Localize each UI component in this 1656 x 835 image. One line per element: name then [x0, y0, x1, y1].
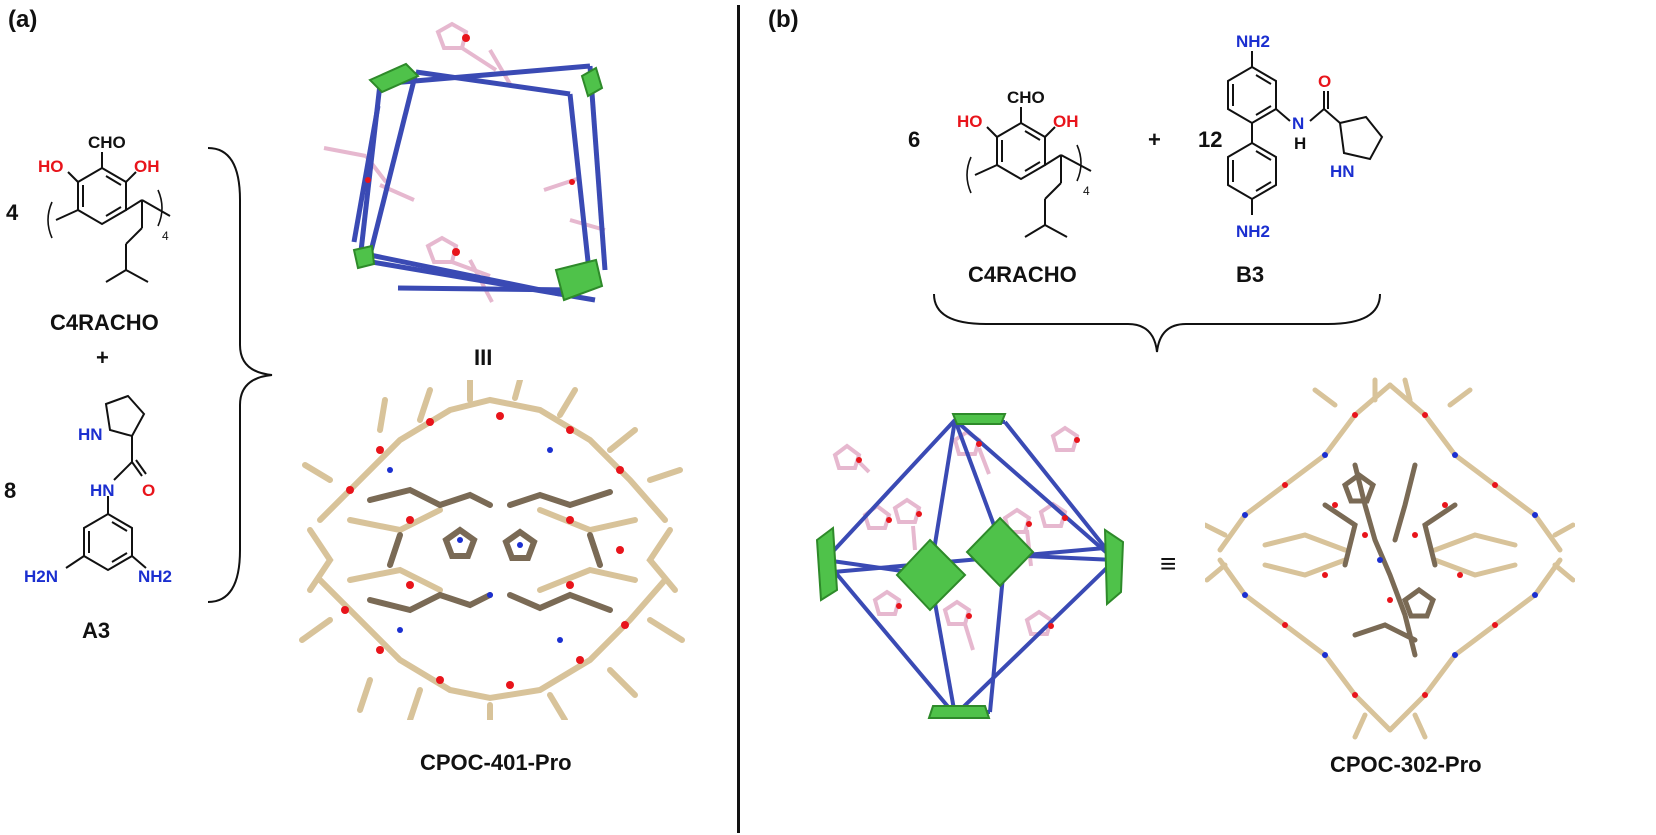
c4racho-structure-b: CHO HO OH 4 — [957, 88, 1092, 238]
panel-a-label: (a) — [8, 6, 38, 33]
coefficient-c4racho-b: 6 — [908, 127, 921, 152]
coefficient-c4racho-a: 4 — [6, 200, 19, 225]
nh2-top-label: NH2 — [1236, 32, 1270, 51]
c4racho-name-a: C4RACHO — [50, 310, 159, 335]
a3-structure: HN O HN H2N NH2 — [24, 394, 172, 586]
equivalence-symbol: ≡ — [1160, 548, 1177, 579]
amide-n-label: N — [1292, 114, 1304, 133]
plus-sign-a: + — [96, 345, 109, 370]
panel-divider — [737, 5, 740, 833]
coefficient-a3: 8 — [4, 478, 17, 503]
curly-brace-a — [207, 147, 273, 603]
h2n-label: H2N — [24, 567, 58, 586]
panel-b-label: (b) — [768, 6, 799, 33]
c4racho-name-b: C4RACHO — [968, 262, 1077, 287]
cpoc-302-pro-model — [1205, 377, 1575, 740]
o-label: O — [142, 481, 155, 500]
b3-structure: NH2 N H O HN NH2 — [1227, 32, 1384, 241]
oh-label: OH — [134, 157, 160, 176]
amide-h-label: H — [1294, 134, 1306, 153]
hn-ring-label: HN — [78, 425, 103, 444]
plus-sign-b: + — [1148, 127, 1161, 152]
o-label-b: O — [1318, 72, 1331, 91]
oh-label-b: OH — [1053, 112, 1079, 131]
cho-label-b: CHO — [1007, 88, 1045, 107]
repeat-subscript: 4 — [162, 229, 169, 243]
cage-iii-model — [323, 21, 608, 303]
cho-label: CHO — [88, 133, 126, 152]
cpoc-401-pro-label: CPOC-401-Pro — [420, 750, 572, 775]
cpoc-302-pro-label: CPOC-302-Pro — [1330, 752, 1482, 777]
cpoc-302-pro-wireframe — [815, 413, 1125, 719]
c4racho-structure-a: CHO HO OH 4 — [38, 133, 171, 283]
ho-label: HO — [38, 157, 64, 176]
nh2-bottom-label: NH2 — [1236, 222, 1270, 241]
a3-name: A3 — [82, 618, 111, 643]
curly-brace-b — [933, 293, 1381, 353]
hn-amide-label: HN — [90, 481, 115, 500]
cage-iii-label: III — [474, 345, 493, 370]
repeat-subscript-b: 4 — [1083, 184, 1090, 198]
coefficient-b3: 12 — [1198, 127, 1223, 152]
hn-ring-label-b: HN — [1330, 162, 1355, 181]
b3-name: B3 — [1236, 262, 1265, 287]
nh2-label: NH2 — [138, 567, 172, 586]
ho-label-b: HO — [957, 112, 983, 131]
cpoc-401-pro-model — [299, 380, 685, 720]
